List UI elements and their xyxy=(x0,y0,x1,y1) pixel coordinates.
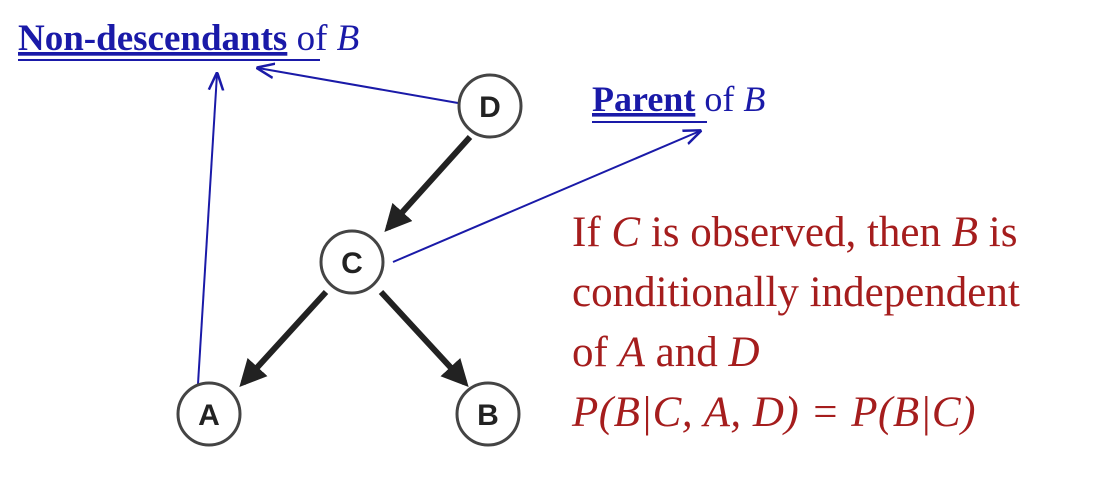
arrow-c-to-parent xyxy=(392,131,700,263)
node-b: B xyxy=(455,381,521,447)
edge-c-to-b xyxy=(378,289,469,387)
svg-text:B: B xyxy=(477,399,499,432)
note-line-3: of A and D xyxy=(572,329,760,376)
node-a: A xyxy=(176,381,242,447)
svg-text:A: A xyxy=(198,399,220,432)
node-d: D xyxy=(457,73,523,139)
note-line-2: conditionally independent xyxy=(572,269,1020,316)
note-line-1: If C is observed, then B is xyxy=(572,209,1018,256)
node-c: C xyxy=(319,229,385,295)
svg-text:C: C xyxy=(341,247,363,280)
parent-label: Parent of B xyxy=(592,79,765,119)
edge-c-to-a xyxy=(239,289,329,387)
conditional-independence-note: If C is observed, then B is conditionall… xyxy=(572,203,1102,443)
arrow-a-to-nondesc xyxy=(197,74,217,385)
svg-text:D: D xyxy=(479,91,501,124)
arrow-d-to-nondesc xyxy=(258,68,459,104)
non-descendants-label: Non-descendants of B xyxy=(18,18,359,59)
probability-formula: P(B|C, A, D) = P(B|C) xyxy=(572,389,976,436)
edge-d-to-c xyxy=(384,134,473,233)
